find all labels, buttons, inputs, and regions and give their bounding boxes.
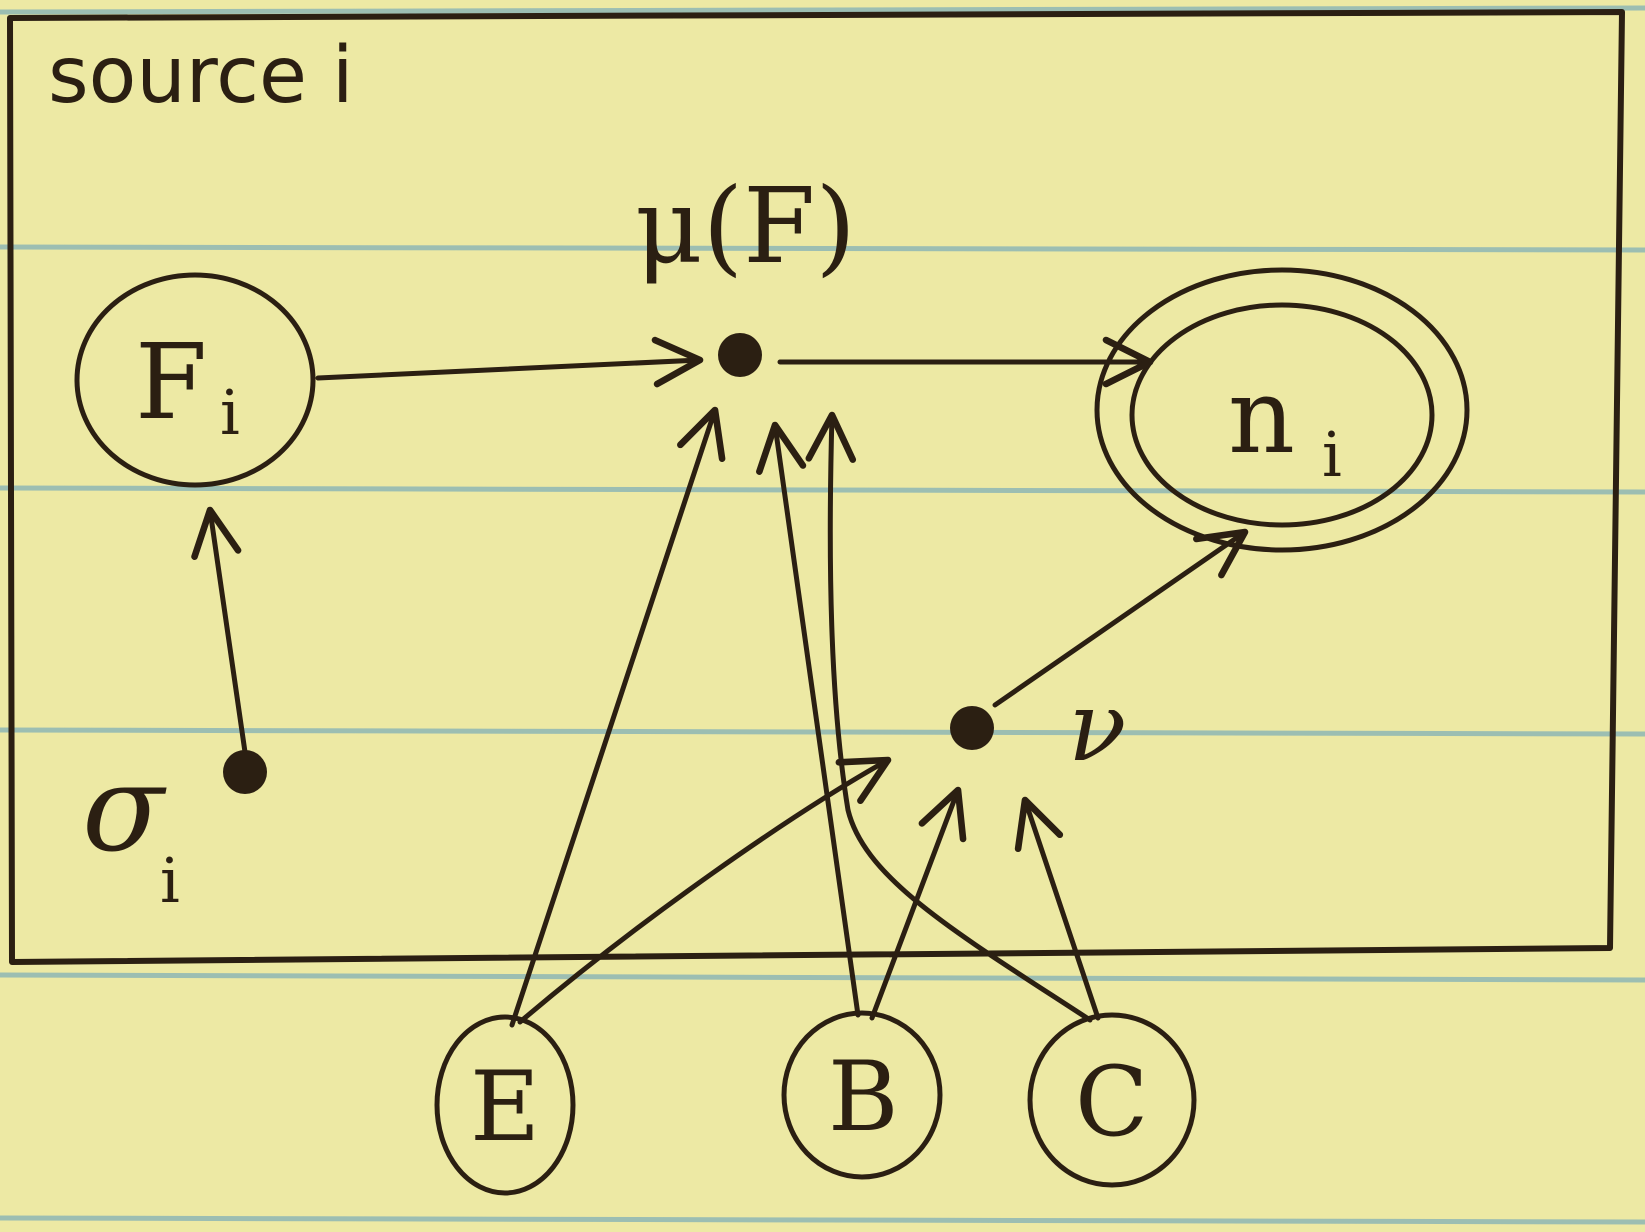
node-b-label: B — [828, 1041, 899, 1153]
node-sigma-subscript: i — [160, 844, 180, 917]
edge-nu-to-n — [992, 528, 1249, 708]
node-mu-label: μ(F) — [635, 165, 856, 287]
node-b-circle — [781, 1010, 943, 1180]
edge-f-to-mu — [315, 336, 704, 388]
ruled-line — [0, 244, 1645, 253]
edges — [191, 336, 1249, 1028]
node-n-inner-circle — [1129, 302, 1435, 528]
plate-border — [7, 9, 1625, 965]
node-e-circle — [434, 1014, 576, 1196]
node-sigma-label: σ — [82, 740, 167, 879]
plate-label: source i — [48, 31, 354, 121]
node-f-circle — [74, 272, 316, 488]
ruled-lines — [0, 5, 1645, 1225]
node-n-outer-circle — [1094, 267, 1470, 553]
ruled-line — [0, 5, 1645, 15]
node-c-label: C — [1075, 1046, 1148, 1158]
edge-c-to-mu — [805, 411, 1093, 1023]
edge-e-to-mu — [509, 406, 726, 1028]
ruled-line — [0, 972, 1645, 983]
node-n-label: n — [1228, 355, 1295, 477]
ruled-line — [0, 485, 1645, 495]
edge-b-to-nu — [869, 786, 967, 1021]
node-f-subscript: i — [220, 376, 240, 449]
node-nu-label: ν — [1068, 671, 1126, 783]
node-c-circle — [1027, 1012, 1197, 1188]
edge-c-to-nu — [1014, 796, 1101, 1021]
node-mu-dot — [718, 333, 762, 377]
node-sigma-dot — [223, 750, 267, 794]
ruled-line — [0, 727, 1645, 737]
edge-sigma-to-f — [191, 506, 248, 755]
ruled-line — [0, 1215, 1645, 1225]
edge-b-to-mu — [756, 421, 861, 1018]
node-n-subscript: i — [1322, 418, 1342, 491]
node-e-label: E — [470, 1051, 540, 1163]
node-nu-dot — [950, 706, 994, 750]
node-f-label: F — [135, 321, 207, 443]
